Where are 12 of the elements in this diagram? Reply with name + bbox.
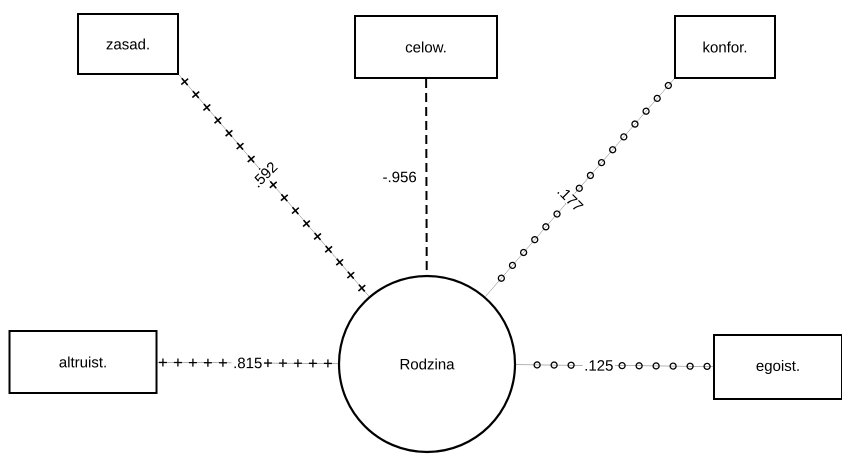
edge-label: .815 <box>232 356 264 370</box>
marked-line <box>178 74 370 297</box>
edge-label: .177 <box>554 182 586 215</box>
edge-label: .125 <box>582 358 615 372</box>
circle-node: Rodzina <box>338 274 516 454</box>
edge-label: -.956 <box>381 170 418 184</box>
text-box: zasad. <box>77 13 179 75</box>
marked-line <box>485 78 674 297</box>
text-box: altruist. <box>8 330 158 394</box>
text-box: konfor. <box>674 15 776 79</box>
text-box: celow. <box>354 15 498 79</box>
text-box: egoist. <box>713 334 842 400</box>
